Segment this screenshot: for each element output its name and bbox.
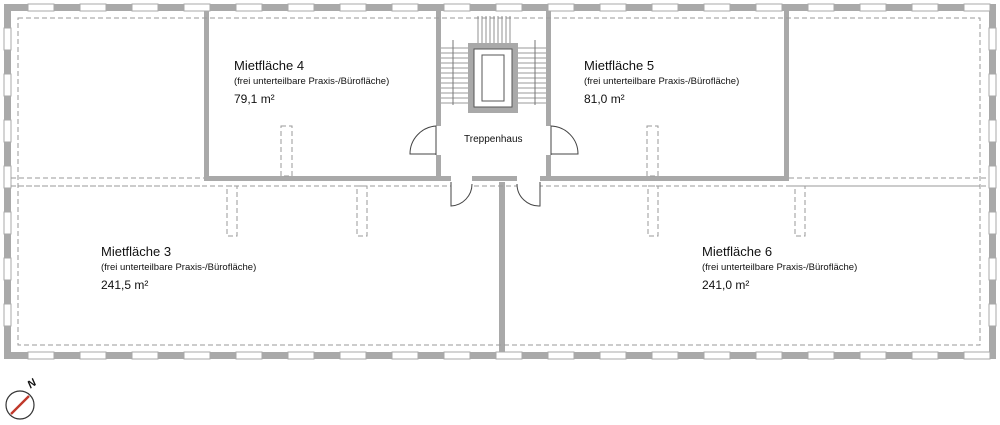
- stair-steps-top: [477, 16, 511, 43]
- stair-steps-left: [441, 47, 468, 104]
- room-4-area: 79,1 m²: [234, 92, 275, 107]
- room-5-subtitle: (frei unterteilbare Praxis-/Bürofläche): [584, 76, 740, 88]
- doors: [409, 125, 579, 207]
- room-6-title: Mietfläche 6: [702, 244, 773, 259]
- dashed-lines: [11, 17, 989, 346]
- compass: [5, 390, 35, 420]
- stair-core: [441, 16, 546, 113]
- room-5-title: Mietfläche 5: [584, 58, 655, 73]
- compass-needle: [10, 395, 30, 415]
- room-6-label: Mietfläche 6 (frei unterteilbare Praxis-…: [702, 244, 857, 293]
- room-6-subtitle: (frei unterteilbare Praxis-/Bürofläche): [702, 262, 858, 274]
- room-3-area: 241,5 m²: [101, 278, 149, 293]
- room-4-title: Mietfläche 4: [234, 58, 305, 73]
- room-3-title: Mietfläche 3: [101, 244, 172, 259]
- interior-walls: [204, 11, 789, 352]
- room-3-subtitle: (frei unterteilbare Praxis-/Bürofläche): [101, 262, 257, 274]
- room-5-area: 81,0 m²: [584, 92, 625, 107]
- room-6-area: 241,0 m²: [702, 278, 750, 293]
- room-4-subtitle: (frei unterteilbare Praxis-/Bürofläche): [234, 76, 390, 88]
- room-3-label: Mietfläche 3 (frei unterteilbare Praxis-…: [101, 244, 256, 293]
- room-5-label: Mietfläche 5 (frei unterteilbare Praxis-…: [584, 58, 739, 107]
- stairwell-label: Treppenhaus: [464, 134, 523, 145]
- stair-steps-right: [518, 47, 546, 104]
- windows: [3, 3, 997, 360]
- room-4-label: Mietfläche 4 (frei unterteilbare Praxis-…: [234, 58, 389, 107]
